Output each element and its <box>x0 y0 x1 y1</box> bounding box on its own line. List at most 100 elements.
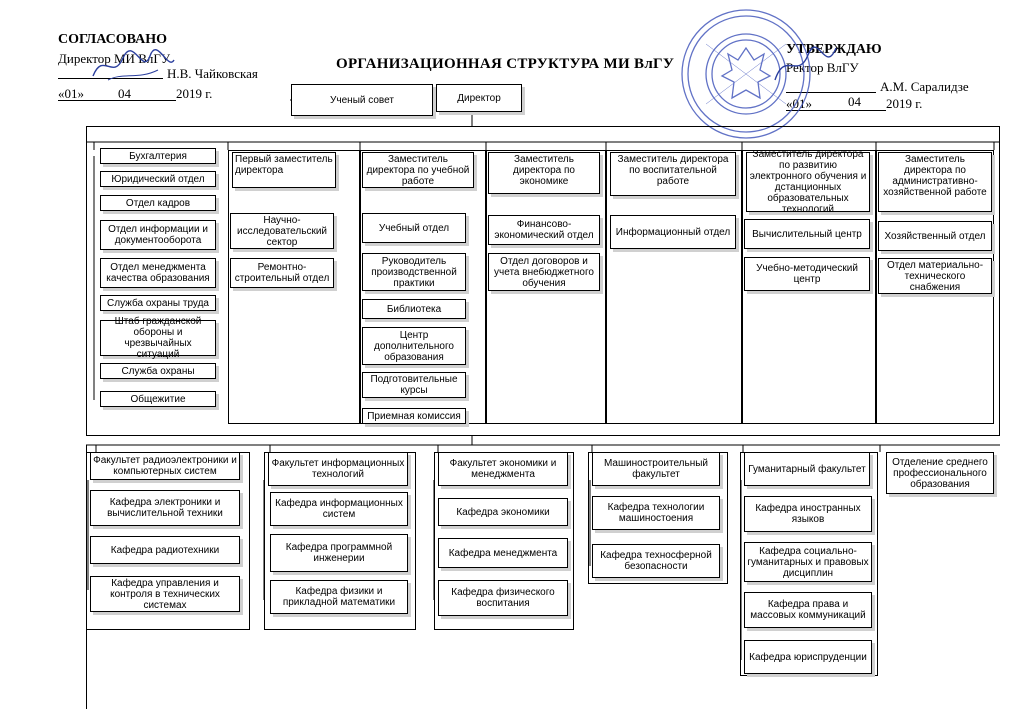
department-label: Кафедра программной инженерии <box>285 542 393 564</box>
faculty-head-box: Факультет экономики и менеджмента <box>438 452 568 486</box>
column-deputy-6 <box>876 150 994 424</box>
left-unit-label: Общежитие <box>130 393 186 405</box>
deputy-unit-label: Приемная комиссия <box>367 410 461 422</box>
deputy-unit-box: Приемная комиссия <box>362 408 466 424</box>
deputy-unit-label: Учебно-методический центр <box>756 263 858 285</box>
department-label: Кафедра техносферной безопасности <box>600 550 712 572</box>
faculty-head-label: Отделение среднего профессионального обр… <box>892 456 988 490</box>
column-deputy-1 <box>228 150 360 424</box>
faculty-head-label: Машиностроительный факультет <box>603 458 709 480</box>
left-unit-label: Юридический отдел <box>111 173 205 185</box>
department-box: Кафедра физики и прикладной математики <box>270 580 408 614</box>
deputy-head-box: Заместитель директора по административно… <box>878 152 992 212</box>
deputy-unit-box: Подготовительные курсы <box>362 372 466 398</box>
faculty-head-box: Факультет радиоэлектроники и компьютерны… <box>90 452 240 480</box>
director-label: Директор <box>457 92 501 104</box>
department-label: Кафедра права и массовых коммуникаций <box>750 599 866 621</box>
left-unit-box: Отдел информации и документооборота <box>100 220 216 250</box>
approval-left-date-day: «01» <box>58 86 84 101</box>
deputy-unit-label: Библиотека <box>386 303 442 315</box>
department-box: Кафедра иностранных языков <box>744 496 872 532</box>
deputy-unit-box: Отдел договоров и учета внебюджетного об… <box>488 253 600 291</box>
department-label: Кафедра социально-гуманитарных и правовы… <box>747 545 869 579</box>
deputy-unit-label: Научно-исследовательский сектор <box>237 214 327 248</box>
faculty-head-box: Факультет информационных технологий <box>268 452 408 486</box>
date-line-left <box>58 100 176 101</box>
department-box: Кафедра информационных систем <box>270 492 408 526</box>
deputy-unit-label: Учебный отдел <box>378 222 450 234</box>
deputy-unit-label: Финансово-экономический отдел <box>494 219 594 241</box>
date-line-right <box>786 110 886 111</box>
deputy-unit-label: Отдел материально-технического снабжения <box>886 259 984 293</box>
department-box: Кафедра управления и контроля в техничес… <box>90 576 240 612</box>
department-label: Кафедра физики и прикладной математики <box>282 586 396 608</box>
deputy-unit-label: Отдел договоров и учета внебюджетного об… <box>494 255 594 289</box>
deputy-unit-label: Хозяйственный отдел <box>884 230 986 242</box>
signature-line-right <box>786 92 876 93</box>
department-label: Кафедра электроники и вычислительной тех… <box>107 497 223 519</box>
approval-right-date-day: «01» <box>786 96 812 111</box>
faculty-head-box: Гуманитарный факультет <box>744 452 870 486</box>
administration-frame <box>86 126 1000 436</box>
department-label: Кафедра физического воспитания <box>451 587 555 609</box>
faculty-head-box: Отделение среднего профессионального обр… <box>886 452 994 494</box>
deputy-head-label: Заместитель директора по административно… <box>883 154 987 198</box>
approval-left-position: Директор МИ ВлГУ <box>58 51 171 66</box>
left-unit-box: Служба охраны <box>100 363 216 379</box>
department-box: Кафедра радиотехники <box>90 536 240 564</box>
department-label: Кафедра управления и контроля в техничес… <box>110 577 220 611</box>
column-deputy-5 <box>742 150 876 424</box>
faculty-head-label: Гуманитарный факультет <box>748 463 866 475</box>
department-box: Кафедра программной инженерии <box>270 534 408 572</box>
approval-left-name: Н.В. Чайковская <box>167 66 258 81</box>
deputy-head-label: Первый заместитель директора <box>235 154 333 176</box>
deputy-unit-box: Информационный отдел <box>610 215 736 249</box>
left-unit-label: Бухгалтерия <box>129 150 187 162</box>
deputy-unit-box: Научно-исследовательский сектор <box>230 213 334 249</box>
left-unit-label: Служба охраны <box>121 365 195 377</box>
deputy-unit-box: Учебно-методический центр <box>744 257 870 291</box>
approval-left-date-year: 2019 г. <box>176 86 213 101</box>
left-unit-label: Штаб гражданской обороны и чрезвычайных … <box>114 316 202 360</box>
left-unit-box: Отдел кадров <box>100 195 216 211</box>
deputy-unit-label: Ремонтно-строительный отдел <box>234 262 330 284</box>
department-label: Кафедра радиотехники <box>110 544 220 556</box>
department-label: Кафедра иностранных языков <box>755 503 861 525</box>
left-unit-label: Отдел кадров <box>125 197 191 209</box>
department-box: Кафедра менеджмента <box>438 538 568 568</box>
seal-stamp-icon <box>681 9 811 139</box>
deputy-head-box: Заместитель директора по экономике <box>488 152 600 194</box>
left-unit-label: Отдел информации и документооборота <box>108 224 208 246</box>
deputy-unit-label: Информационный отдел <box>615 226 731 238</box>
approval-right-date-month: 04 <box>848 94 861 109</box>
department-label: Кафедра юриспруденции <box>749 651 867 663</box>
department-box: Кафедра права и массовых коммуникаций <box>744 592 872 628</box>
deputy-unit-box: Вычислительный центр <box>744 219 870 249</box>
deputy-unit-box: Ремонтно-строительный отдел <box>230 258 334 288</box>
left-unit-box: Общежитие <box>100 391 216 407</box>
department-label: Кафедра технологии машиностоения <box>607 502 705 524</box>
academic-council-label: Ученый совет <box>330 94 394 106</box>
signature-left-icon <box>92 49 175 81</box>
page-title: ОРГАНИЗАЦИОННАЯ СТРУКТУРА МИ ВлГУ <box>336 56 675 72</box>
department-box: Кафедра технологии машиностоения <box>592 496 720 530</box>
deputy-head-box: Заместитель директора по воспитательной … <box>610 152 736 196</box>
left-unit-box: Юридический отдел <box>100 171 216 187</box>
deputy-head-label: Заместитель директора по развитию электр… <box>749 149 867 215</box>
deputy-unit-label: Подготовительные курсы <box>370 374 458 396</box>
deputy-unit-box: Центр дополнительного образования <box>362 327 466 365</box>
left-unit-box: Штаб гражданской обороны и чрезвычайных … <box>100 316 216 360</box>
left-unit-box: Служба охраны труда <box>100 295 216 311</box>
deputy-unit-box: Библиотека <box>362 299 466 319</box>
academic-council-box: Ученый совет <box>291 84 433 116</box>
column-deputy-3 <box>486 150 606 424</box>
department-box: Кафедра электроники и вычислительной тех… <box>90 490 240 526</box>
column-deputy-4 <box>606 150 742 424</box>
signature-right-icon <box>774 46 837 81</box>
deputy-head-box: Заместитель директора по развитию электр… <box>746 149 870 215</box>
left-unit-box: Бухгалтерия <box>100 148 216 164</box>
department-label: Кафедра экономики <box>456 506 550 518</box>
department-box: Кафедра экономики <box>438 498 568 526</box>
deputy-head-box: Заместитель директора по учебной работе <box>362 152 474 188</box>
